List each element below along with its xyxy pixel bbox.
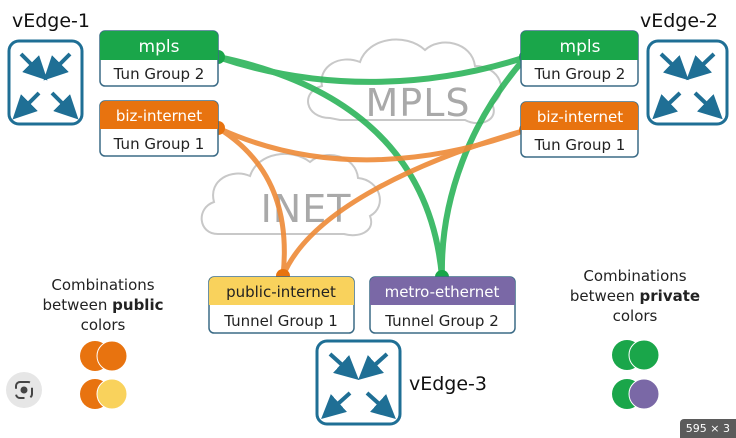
v2-mpls-group: Tun Group 2 [534,65,626,83]
public-combo-caption: Combinations between public colors [28,275,178,335]
router-icon-vedge1 [7,39,84,126]
tunnel-v2-biz-to-v3-public [280,127,529,279]
v2-biz-color: biz-internet [537,108,623,126]
v3-public-color: public-internet [226,283,336,301]
vedge3-label: vEdge-3 [409,373,487,395]
image-size-badge: 595 × 3 [679,419,736,438]
lens-search-button[interactable] [6,372,42,408]
private-tunnels [215,54,529,280]
v1-biz-color: biz-internet [116,107,202,125]
private-combo-caption: Combinations between private colors [555,266,715,326]
router-icon-vedge2 [646,39,729,126]
private-combo-circles [612,339,660,410]
v3-metro-box: metro-ethernet Tunnel Group 2 [369,276,516,334]
v3-metro-color: metro-ethernet [385,283,500,301]
v1-mpls-color: mpls [139,37,180,57]
v1-biz-box: biz-internet Tun Group 1 [99,100,219,157]
public-combo-bold: public [112,296,164,314]
private-combo-text-1: Combinations between [569,267,687,305]
vedge2-label: vEdge-2 [640,10,718,32]
public-combo-text-1: Combinations between [42,276,155,314]
tunnel-v1-biz-to-v3-public [215,125,287,279]
v2-mpls-box: mpls Tun Group 2 [520,30,639,87]
mpls-cloud-label: MPLS [366,81,471,125]
v3-public-group: Tunnel Group 1 [223,312,338,330]
public-tunnels [215,125,529,279]
v3-metro-group: Tunnel Group 2 [384,312,499,330]
public-combo-text-2: colors [80,316,126,334]
v1-biz-group: Tun Group 1 [113,135,205,153]
router-icon-vedge3 [315,339,402,426]
v1-mpls-group: Tun Group 2 [113,65,205,83]
lens-icon [15,381,33,399]
public-combo-circles [80,340,128,410]
v2-biz-group: Tun Group 1 [534,136,626,154]
v1-mpls-box: mpls Tun Group 2 [99,30,219,87]
vedge1-label: vEdge-1 [12,10,90,32]
v2-mpls-color: mpls [560,37,601,57]
private-combo-bold: private [639,287,701,305]
tunnel-v2-mpls-to-v3-metro [438,54,529,280]
v2-biz-box: biz-internet Tun Group 1 [520,101,639,158]
v3-public-box: public-internet Tunnel Group 1 [208,276,355,334]
tunnel-v1-mpls-to-v3-metro [215,54,445,280]
private-combo-text-2: colors [612,307,658,325]
